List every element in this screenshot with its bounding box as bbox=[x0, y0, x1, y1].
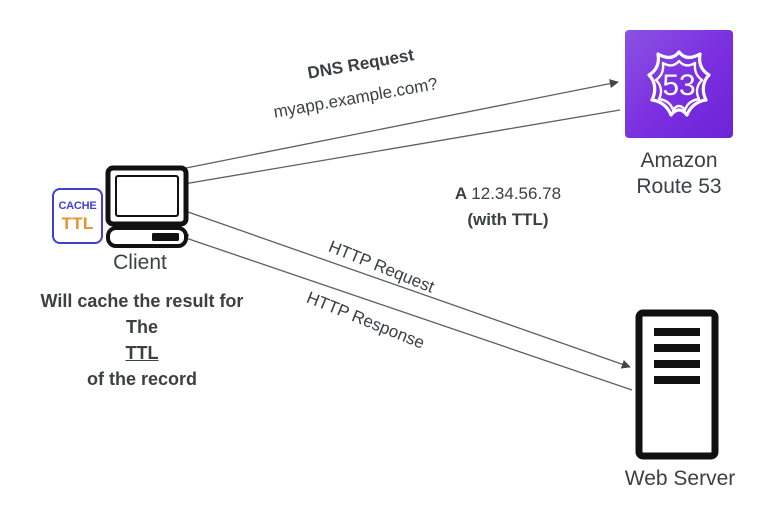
client-caption-line2: The TTL of the record bbox=[6, 314, 278, 392]
dns-response-ip-address: 12.34.56.78 bbox=[471, 184, 562, 203]
route-53-number: 53 bbox=[662, 69, 695, 102]
web-server-icon bbox=[635, 309, 719, 460]
client-caption-line2-before: The bbox=[125, 317, 158, 338]
client-computer-icon bbox=[105, 165, 189, 248]
cache-badge-bottom-text: TTL bbox=[61, 213, 94, 233]
route-53-label: Amazon Route 53 bbox=[625, 148, 733, 201]
cache-ttl-badge: CACHE TTL bbox=[52, 188, 103, 244]
client-caption-line1: Will cache the result for bbox=[40, 291, 244, 311]
client-label: Client bbox=[113, 251, 167, 274]
web-server-label: Web Server bbox=[624, 467, 736, 490]
client-caption-line2-after: of the record bbox=[86, 369, 197, 390]
client-cache-caption: Will cache the result for The TTL of the… bbox=[6, 288, 278, 392]
route-53-label-line1: Amazon bbox=[640, 149, 718, 172]
route-53-shield-icon: 53 bbox=[647, 50, 711, 117]
client-caption-ttl-underlined: TTL bbox=[125, 343, 159, 364]
dns-response-label: A 12.34.56.78 (with TTL) bbox=[432, 181, 584, 232]
cache-badge-top-text: CACHE bbox=[58, 199, 97, 212]
edge-dns-request bbox=[185, 79, 619, 169]
route-53-label-line2: Route 53 bbox=[636, 175, 722, 199]
edge-dns-response bbox=[177, 109, 621, 189]
amazon-route-53-icon: 53 bbox=[625, 30, 733, 138]
dns-response-record-row: A 12.34.56.78 bbox=[432, 181, 584, 207]
dns-response-record-type: A bbox=[454, 184, 467, 203]
edge-http-response bbox=[179, 234, 633, 391]
edge-http-request bbox=[187, 211, 631, 369]
dns-response-ttl-note: (with TTL) bbox=[467, 209, 549, 229]
